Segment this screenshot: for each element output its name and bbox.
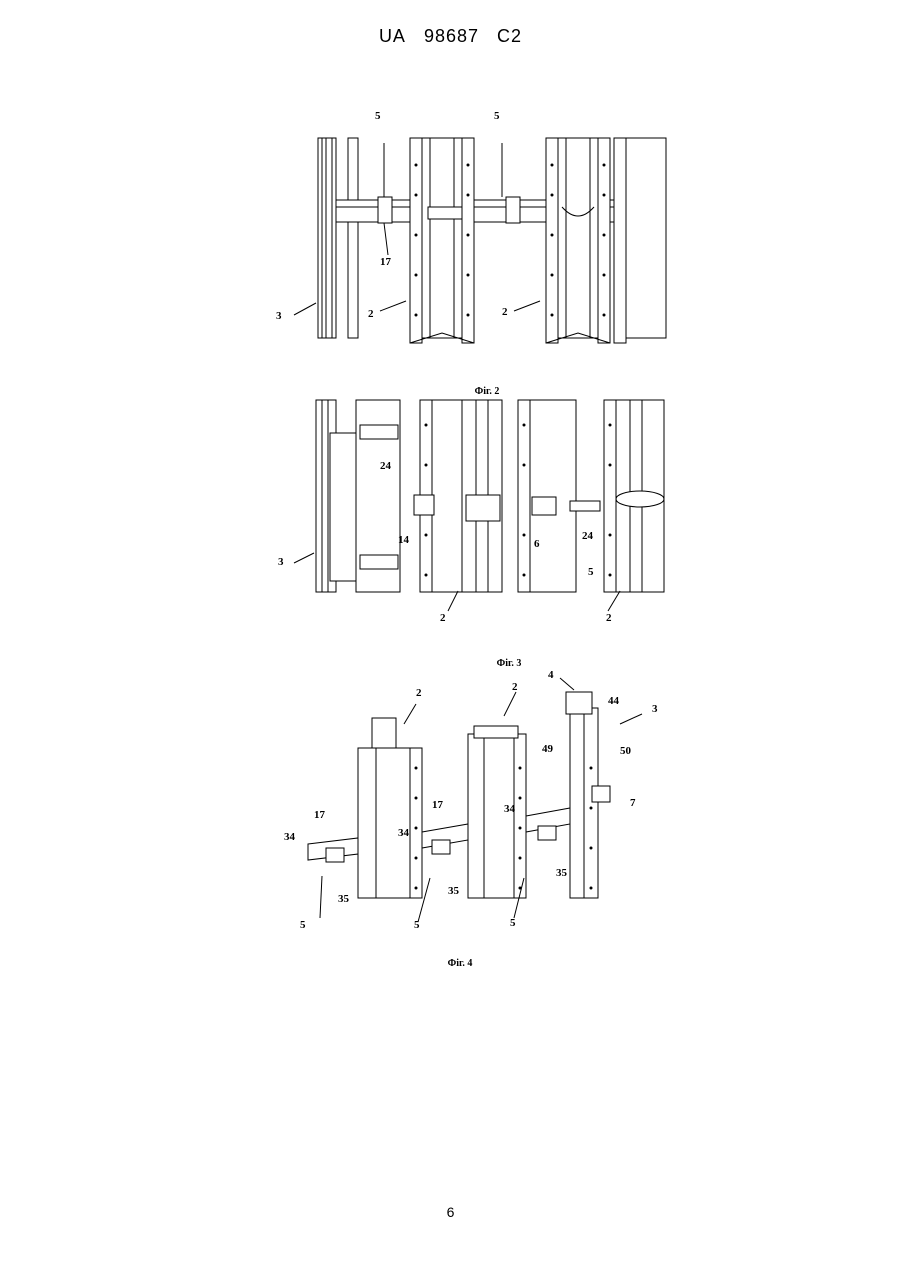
fig4-label-17b: 17 bbox=[432, 799, 444, 811]
fig4-label-44: 44 bbox=[608, 695, 620, 707]
figure-2-svg: 5 5 17 3 2 2 bbox=[270, 105, 670, 355]
fig3-label-24b: 24 bbox=[582, 530, 594, 542]
figure-4-svg: 4 2 2 44 3 49 50 7 17 17 34 34 34 35 35 … bbox=[270, 668, 680, 936]
fig4-label-35b: 35 bbox=[448, 885, 460, 897]
fig4-label-5a: 5 bbox=[300, 919, 306, 931]
page-number: 6 bbox=[0, 1204, 901, 1220]
fig3-label-14: 14 bbox=[398, 534, 410, 546]
figure-3-svg: 24 14 6 24 5 3 2 2 bbox=[270, 395, 670, 625]
header-country: UA bbox=[379, 26, 406, 46]
header-kind: C2 bbox=[497, 26, 522, 46]
fig4-label-3: 3 bbox=[652, 703, 658, 715]
fig4-label-5b: 5 bbox=[414, 919, 420, 931]
patent-header: UA 98687 C2 bbox=[0, 26, 901, 47]
fig4-label-7: 7 bbox=[630, 797, 636, 809]
figure-4-drawing: 4 2 2 44 3 49 50 7 17 17 34 34 34 35 35 … bbox=[270, 668, 680, 936]
figure-2-drawing: 5 5 17 3 2 2 bbox=[270, 105, 670, 355]
fig3-label-24a: 24 bbox=[380, 460, 392, 472]
fig4-label-35a: 35 bbox=[338, 893, 350, 905]
fig4-label-34c: 34 bbox=[504, 803, 516, 815]
fig3-label-6: 6 bbox=[534, 538, 540, 550]
figure-4-caption: Фіг. 4 bbox=[400, 958, 520, 969]
fig4-label-2b: 2 bbox=[512, 681, 518, 693]
figure-3-drawing: 24 14 6 24 5 3 2 2 bbox=[270, 395, 670, 625]
fig3-label-2b: 2 bbox=[606, 612, 612, 624]
fig3-label-5: 5 bbox=[588, 566, 594, 578]
fig2-label-5b: 5 bbox=[494, 110, 500, 122]
fig2-label-2a: 2 bbox=[368, 308, 374, 320]
fig4-label-4: 4 bbox=[548, 669, 554, 681]
fig2-label-2b: 2 bbox=[502, 306, 508, 318]
fig3-label-3: 3 bbox=[278, 556, 284, 568]
header-number: 98687 bbox=[424, 26, 479, 46]
fig3-label-2a: 2 bbox=[440, 612, 446, 624]
fig2-label-17: 17 bbox=[380, 256, 392, 268]
fig4-label-5c: 5 bbox=[510, 917, 516, 929]
fig4-label-2a: 2 bbox=[416, 687, 422, 699]
fig2-label-3: 3 bbox=[276, 310, 282, 322]
fig4-label-49: 49 bbox=[542, 743, 554, 755]
fig2-label-5a: 5 bbox=[375, 110, 381, 122]
fig4-label-35c: 35 bbox=[556, 867, 568, 879]
fig4-label-50: 50 bbox=[620, 745, 632, 757]
fig4-label-34b: 34 bbox=[398, 827, 410, 839]
fig4-label-34a: 34 bbox=[284, 831, 296, 843]
fig4-label-17a: 17 bbox=[314, 809, 326, 821]
